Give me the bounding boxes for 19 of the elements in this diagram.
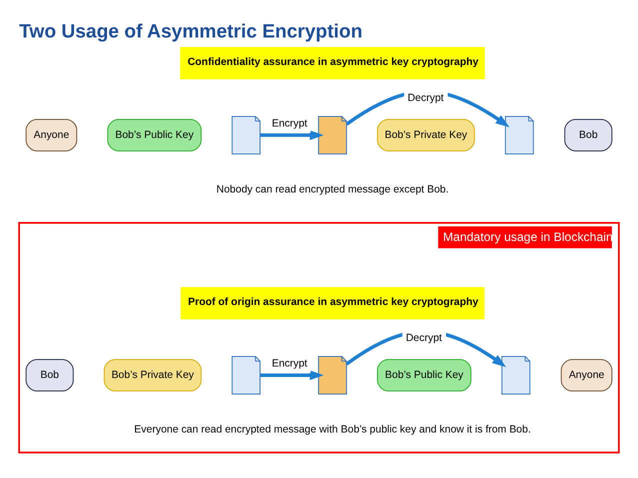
- node-box: Bob’s Public Key: [107, 118, 202, 151]
- node-box: Bob’s Private Key: [104, 358, 202, 391]
- node-box: Anyone: [26, 118, 78, 151]
- arrow: [260, 130, 324, 140]
- edge-label: Decrypt: [406, 332, 442, 344]
- node-box: Confidentiality assurance in asymmetric key cryptography: [180, 46, 485, 79]
- edge-label: Decrypt: [408, 92, 444, 104]
- node-box: Anyone: [560, 358, 612, 391]
- label: Nobody can read encrypted message except Bob.: [216, 184, 449, 195]
- diagram-title: Two Usage of Asymmetric Encryption: [19, 20, 362, 42]
- node-box: Proof of origin assurance in asymmetric key cryptography: [180, 286, 484, 319]
- node-box: Bob’s Private Key: [377, 118, 475, 151]
- node-box: Bob: [564, 118, 612, 151]
- label: Everyone can read encrypted message with Bob’s public key and know it is from Bob.: [134, 424, 531, 436]
- node-box: Bob’s Public Key: [377, 358, 472, 391]
- edge-label: Encrypt: [272, 118, 308, 130]
- edge-label: Encrypt: [272, 358, 308, 370]
- arrow: [260, 370, 324, 380]
- node-box: Bob: [26, 358, 74, 391]
